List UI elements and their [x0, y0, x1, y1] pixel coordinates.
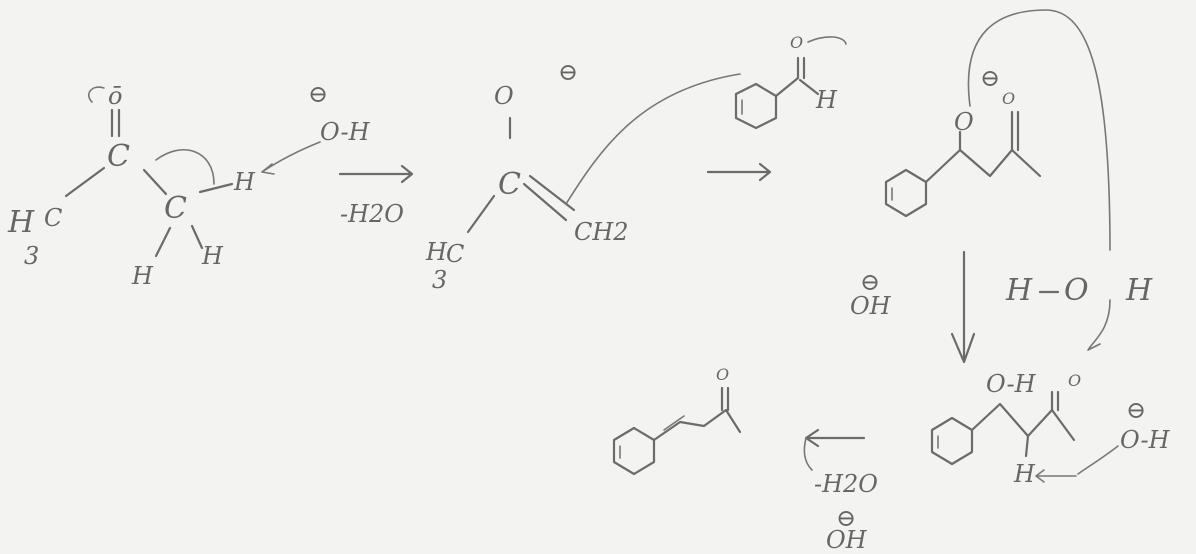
enolate-cc-double-bond [522, 174, 576, 222]
aldol-ketone-double [1050, 390, 1060, 412]
final-chain [652, 408, 742, 442]
arrow-1-label: -H2O [340, 200, 404, 228]
water-bond-arrow [1087, 299, 1111, 351]
enolate-charge: ⊖ [558, 58, 578, 86]
side-hydroxide: ⊖ OH [850, 268, 892, 320]
acetone-oxygen: ō [108, 82, 122, 110]
bond-calpha-h [154, 226, 172, 258]
enolate-methyl-h: H [425, 238, 448, 266]
arrow-last-oh-charge: ⊖ [836, 504, 856, 532]
aldol-h: H [1013, 460, 1036, 488]
alkoxide-chain [924, 148, 1042, 184]
alkoxide-structure: O ⊖ O [884, 9, 1111, 251]
hydroxide2-charge: ⊖ [1126, 396, 1146, 424]
reaction-arrow-last: -H2O ⊖ OH [803, 428, 878, 554]
arrow-1-line [338, 164, 414, 184]
aldol-ketone-o: O [1068, 371, 1081, 390]
alpha-h-3: H [233, 168, 256, 196]
arrow-last-oh-label: OH [826, 526, 868, 554]
side-oh-charge: ⊖ [860, 268, 880, 296]
arrow-last-label: -H2O [814, 470, 878, 498]
hydroxide-attack-arrow [261, 141, 321, 175]
hydroxide2-arrow [1077, 445, 1119, 475]
side-oh-label: OH [850, 292, 892, 320]
reaction-arrow-1: -H2O [338, 164, 414, 228]
final-product-structure: O [612, 365, 742, 476]
final-oxygen: O [716, 365, 729, 384]
carbonyl-curved-arrow [88, 86, 105, 103]
enolate-methyl-bond [466, 194, 496, 234]
carbonyl-double-bond [110, 108, 121, 138]
reaction-arrow-2 [706, 162, 772, 182]
benzaldehyde-co-double [796, 56, 806, 80]
hydroxide-ion: ⊖ O-H [261, 80, 371, 175]
bond-c-methyl [64, 166, 106, 198]
final-co-double [720, 386, 730, 412]
carbonyl-push-arrow [807, 36, 847, 45]
aldol-product-structure: O-H O H [930, 370, 1081, 488]
water-h-right: H [1125, 273, 1153, 308]
water-o: O [1064, 273, 1089, 308]
hydroxide-ion-2: ⊖ O-H [1077, 396, 1171, 475]
benzaldehyde-bond [774, 76, 800, 98]
hydroxide-label: O-H [320, 118, 371, 146]
aldol-oh: O-H [986, 370, 1037, 398]
enolate-methyl-sub: 3 [432, 266, 447, 294]
bond-c-calpha [142, 168, 168, 196]
enolate-attack-arrow [565, 73, 741, 205]
alkoxide-charge: ⊖ [980, 64, 1000, 92]
alkoxide-ketone-double [1010, 110, 1020, 152]
final-cc-double [663, 415, 685, 431]
enolate-oxygen: O [494, 82, 514, 110]
alpha-h-1: H [131, 262, 154, 290]
enolate-methyl-c: C [446, 240, 464, 268]
alkoxide-ketone-o: O [1002, 89, 1015, 108]
final-ring [612, 426, 656, 476]
ch-bond-curved-arrow [155, 148, 215, 185]
alkoxide-ring [884, 168, 928, 218]
acetone-structure: ō C H C 3 C H H H [7, 82, 256, 290]
hydroxide2-label: O-H [1120, 426, 1171, 454]
arrow-last-tail [803, 437, 813, 471]
bond-calpha-h3 [198, 182, 234, 194]
proton-transfer-arrow [967, 9, 1111, 251]
enolate-carbon: C [498, 167, 521, 202]
reaction-arrow-down [950, 250, 976, 364]
water-h-left: H [1005, 273, 1033, 308]
bond-calpha-h2 [190, 224, 204, 250]
alpha-carbon: C [164, 191, 187, 226]
benzaldehyde-oxygen: O [790, 33, 803, 52]
enolate-structure: O ⊖ C CH2 H C 3 [425, 58, 741, 294]
benzaldehyde-h: H [815, 86, 838, 114]
benzaldehyde-ch-bond [798, 78, 820, 96]
alpha-h-2: H [201, 242, 224, 270]
aldol-ring [930, 416, 974, 466]
arrow-last-line [804, 428, 866, 448]
methyl-h: H [7, 205, 35, 240]
acetone-carbonyl-carbon: C [107, 139, 130, 174]
alkoxide-oxygen: O [954, 108, 974, 136]
water-molecule: H O H [1005, 273, 1153, 351]
enolate-ch2: CH2 [574, 218, 629, 246]
deprotonation-arrow [1035, 469, 1077, 483]
hydroxide-charge: ⊖ [308, 80, 328, 108]
benzaldehyde-ring [734, 82, 778, 130]
methyl-c: C [44, 204, 62, 232]
methyl-subscript: 3 [24, 242, 39, 270]
benzaldehyde-structure: O H [734, 33, 847, 130]
aldol-ch-bond [1024, 434, 1030, 458]
